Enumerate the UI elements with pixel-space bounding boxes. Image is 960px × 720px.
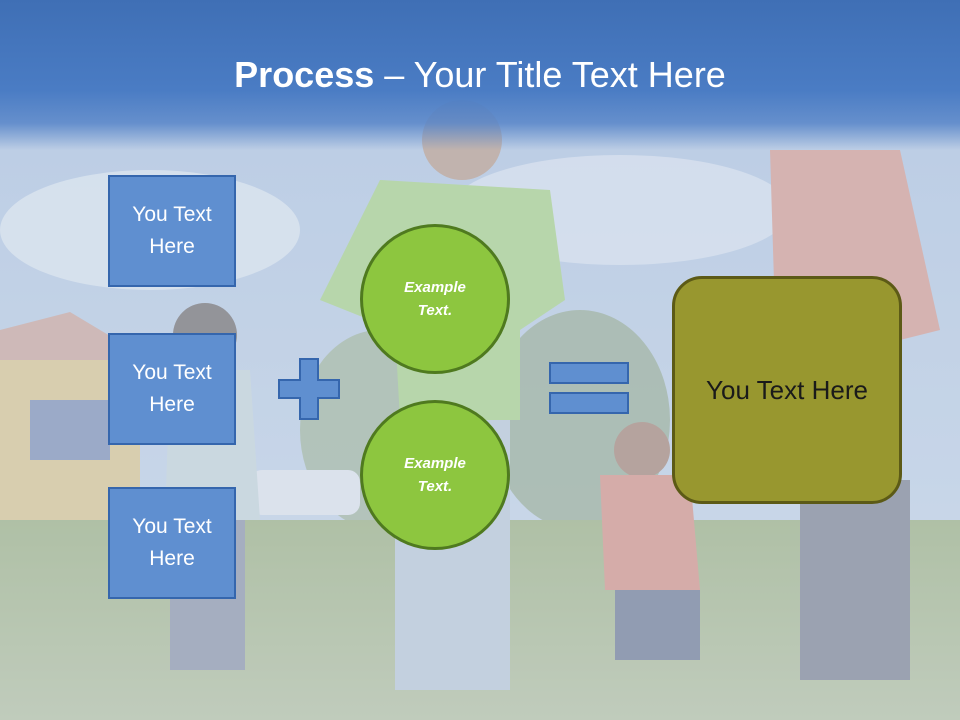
title-separator: – (374, 54, 414, 95)
plus-icon (278, 358, 340, 420)
title-rest: Your Title Text Here (413, 54, 726, 95)
left-text-box-label: You Text Here (132, 203, 212, 258)
left-text-box-2[interactable]: You Text Here (108, 333, 236, 445)
left-text-box-label: You Text Here (132, 515, 212, 570)
circle-label: Example Text. (404, 279, 466, 319)
left-text-box-3[interactable]: You Text Here (108, 487, 236, 599)
equals-icon (549, 362, 629, 414)
result-box[interactable]: You Text Here (672, 276, 902, 504)
title-bold: Process (234, 54, 375, 95)
left-text-box-1[interactable]: You Text Here (108, 175, 236, 287)
slide-title: Process – Your Title Text Here (0, 52, 960, 98)
result-label: You Text Here (706, 374, 868, 405)
circle-label: Example Text. (404, 455, 466, 495)
example-circle-1[interactable]: Example Text. (360, 224, 510, 374)
left-text-box-label: You Text Here (132, 361, 212, 416)
example-circle-2[interactable]: Example Text. (360, 400, 510, 550)
title-banner (0, 0, 960, 150)
